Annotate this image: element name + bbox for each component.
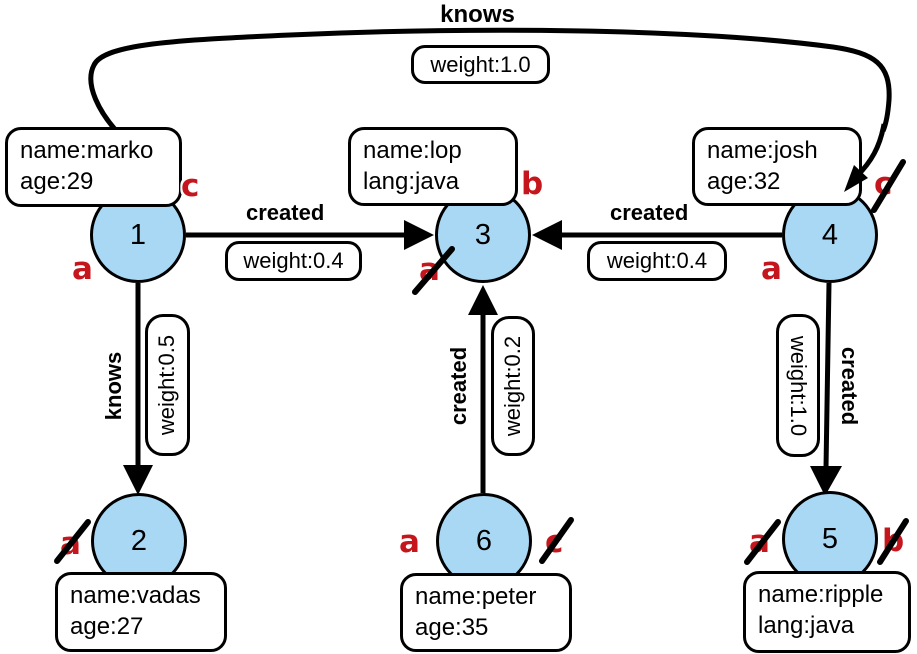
edge-created-6-3-arrowhead — [468, 285, 498, 315]
edge-knows-1-2-arrowhead — [123, 465, 153, 495]
edge-label-created-6-3: created — [429, 340, 489, 432]
edge-label-created-1-3: created — [246, 200, 325, 225]
property-box-node-3: name:lop lang:java — [348, 127, 518, 206]
match-label-a-node-6: a — [399, 524, 420, 560]
edge-weight-text: weight:0.5 — [154, 334, 180, 436]
property-line: lang:java — [758, 612, 855, 640]
edge-weight-box-knows-1-2: weight:0.5 — [145, 314, 190, 456]
match-label-b-node-3: b — [521, 166, 544, 202]
match-label-a-node-4: a — [761, 251, 782, 287]
property-box-node-2: name:vadas age:27 — [55, 572, 227, 652]
edge-label-knows-1-2: knows — [84, 338, 144, 433]
edge-label-text: created — [837, 346, 862, 426]
edge-label-knows-1-4: knows — [440, 1, 515, 28]
edge-weight-box-knows-1-4: weight:1.0 — [411, 45, 550, 84]
property-line: name:marko — [20, 137, 154, 164]
edge-weight-box-created-4-5: weight:1.0 — [776, 314, 820, 457]
edge-label-text: knows — [101, 351, 126, 420]
property-line: name:peter — [415, 583, 537, 610]
edge-created-1-3-arrowhead — [404, 220, 434, 250]
edge-weight-text: weight:1.0 — [430, 51, 531, 77]
match-label-c-node-6-crossed: c — [545, 524, 564, 560]
property-box-node-1: name:marko age:29 — [5, 127, 182, 207]
edge-weight-text: weight:1.0 — [786, 335, 812, 436]
match-label-a-node-5-crossed: a — [749, 524, 770, 560]
property-box-node-5: name:ripple lang:java — [743, 571, 911, 653]
match-label-c-node-4-crossed: c — [874, 166, 893, 202]
edge-weight-text: weight:0.2 — [500, 335, 526, 437]
property-line: name:vadas — [70, 582, 201, 609]
edge-label-created-4-5: created — [819, 340, 879, 432]
match-label-b-node-5-crossed: b — [882, 523, 905, 559]
match-label-a-node-1: a — [72, 251, 93, 287]
edge-weight-box-created-6-3: weight:0.2 — [491, 316, 535, 456]
edge-weight-box-created-4-3: weight:0.4 — [587, 241, 727, 281]
property-line: age:27 — [70, 613, 144, 641]
property-box-node-4: name:josh age:32 — [692, 127, 862, 206]
match-label-a-node-2-crossed: a — [60, 526, 81, 562]
edge-weight-box-created-1-3: weight:0.4 — [225, 241, 362, 281]
edge-weight-text: weight:0.4 — [243, 248, 344, 273]
edge-created-4-3-arrowhead — [532, 220, 562, 250]
property-line: name:lop — [363, 137, 462, 164]
match-label-a-node-3-crossed: a — [419, 252, 440, 288]
property-line: lang:java — [363, 168, 460, 196]
match-label-c-node-1: c — [181, 168, 200, 204]
edge-label-text: created — [446, 346, 471, 426]
property-line: age:32 — [707, 168, 781, 196]
property-line: age:29 — [20, 168, 94, 196]
edge-label-created-4-3: created — [610, 200, 689, 225]
property-box-node-6: name:peter age:35 — [400, 573, 572, 652]
property-line: name:josh — [707, 137, 818, 164]
property-line: name:ripple — [758, 581, 884, 608]
property-line: age:35 — [415, 614, 489, 642]
edge-weight-text: weight:0.4 — [606, 248, 708, 273]
